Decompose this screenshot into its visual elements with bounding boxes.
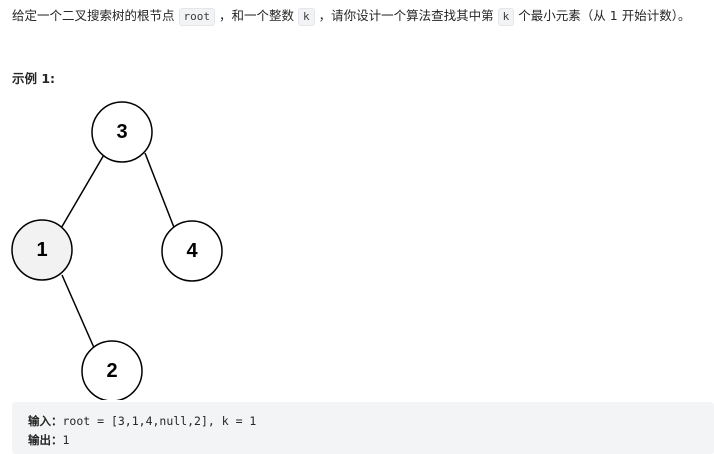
- problem-text-3: ，请你设计一个算法查找其中第: [318, 8, 494, 23]
- tree-node-circle: [161, 220, 223, 282]
- problem-text-1: 给定一个二叉搜索树的根节点: [12, 8, 175, 23]
- output-value: 1: [62, 433, 70, 447]
- k-code: k: [298, 8, 315, 26]
- tree-node-circle: [11, 219, 73, 281]
- tree-node-label: 1: [36, 239, 47, 261]
- root-code: root: [178, 8, 216, 26]
- tree-node-circle: [91, 101, 153, 163]
- problem-text-4: 个最小元素（从 1 开始计数）。: [518, 8, 691, 23]
- tree-edge-3-4: [144, 152, 176, 231]
- k-code-2: k: [497, 8, 515, 26]
- output-label: 输出：: [28, 433, 63, 447]
- tree-edge-3-1: [59, 152, 106, 231]
- input-line: 输入：root = [3,1,4,null,2], k = 1: [28, 412, 698, 431]
- tree-node-4: 4: [161, 220, 223, 282]
- example-io-block: 输入：root = [3,1,4,null,2], k = 1 输出：1: [12, 402, 714, 454]
- tree-node-label: 3: [116, 121, 127, 143]
- example-title: 示例 1:: [12, 71, 56, 86]
- tree-node-label: 4: [186, 240, 198, 262]
- tree-node-2: 2: [81, 340, 143, 400]
- tree-node-circle: [81, 340, 143, 400]
- binary-tree-diagram: 3 1 4 2: [11, 101, 223, 400]
- tree-edge-1-2: [61, 274, 96, 351]
- tree-node-1: 1: [11, 219, 73, 281]
- tree-node-label: 2: [106, 360, 117, 382]
- output-line: 输出：1: [28, 431, 698, 450]
- problem-text-2: ，和一个整数: [219, 8, 295, 23]
- input-value: root = [3,1,4,null,2], k = 1: [62, 414, 257, 428]
- input-label: 输入：: [28, 414, 63, 428]
- tree-node-3: 3: [91, 101, 153, 163]
